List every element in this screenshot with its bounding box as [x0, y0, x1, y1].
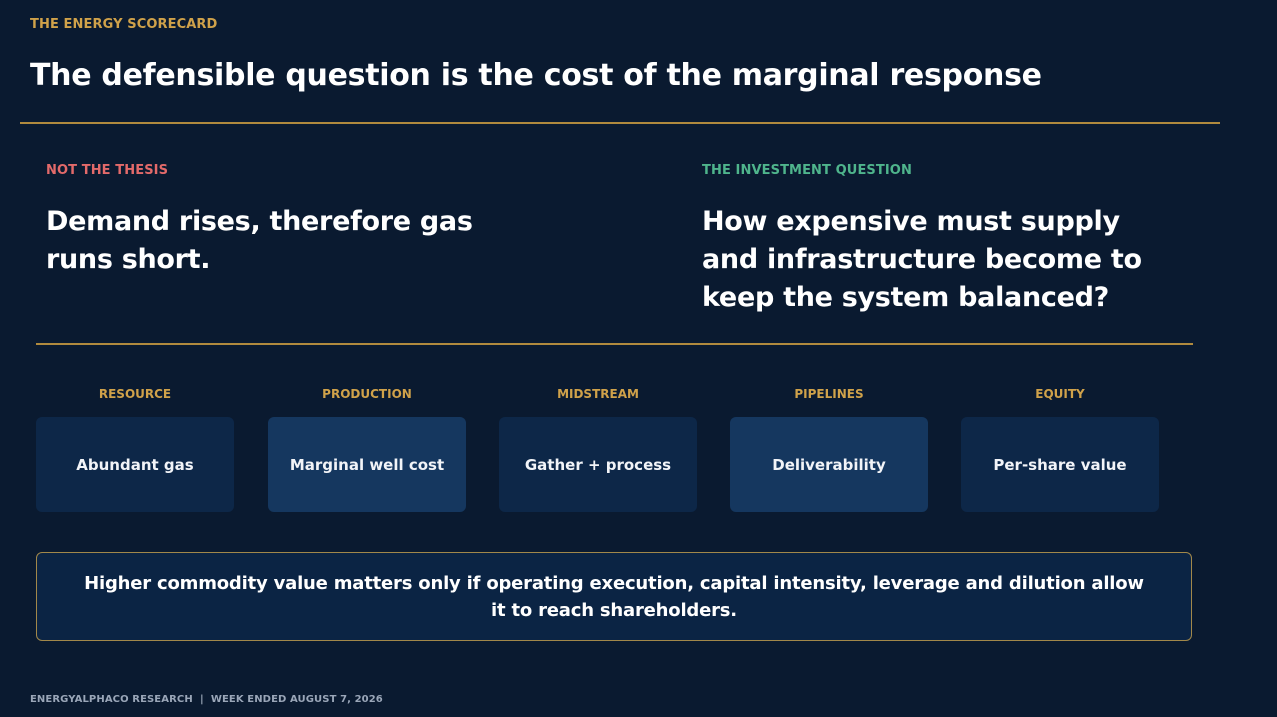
takeaway-callout: Higher commodity value matters only if o… [36, 552, 1192, 641]
stage-card: Gather + process [499, 417, 697, 512]
stage-resource: RESOURCE Abundant gas [36, 386, 234, 512]
stage-label: PRODUCTION [322, 387, 412, 401]
stage-label: PIPELINES [794, 387, 864, 401]
eyebrow-label: THE ENERGY SCORECARD [30, 17, 218, 32]
stage-pipelines: PIPELINES Deliverability [730, 386, 928, 512]
stage-midstream: MIDSTREAM Gather + process [499, 386, 697, 512]
page-title: The defensible question is the cost of t… [30, 58, 1042, 93]
stage-card: Deliverability [730, 417, 928, 512]
investment-question-label: THE INVESTMENT QUESTION [702, 163, 912, 178]
not-thesis-label: NOT THE THESIS [46, 163, 169, 178]
stage-equity: EQUITY Per-share value [961, 386, 1159, 512]
stage-card: Per-share value [961, 417, 1159, 512]
not-thesis-statement: Demand rises, therefore gas runs short. [46, 206, 473, 275]
stage-label: RESOURCE [98, 387, 172, 401]
stage-card: Abundant gas [36, 417, 234, 512]
section-divider [36, 343, 1193, 345]
title-divider [20, 122, 1220, 124]
footer-source: ENERGYALPHACO RESEARCH | WEEK ENDED AUGU… [30, 694, 383, 705]
investment-question-statement: How expensive must supply and infrastruc… [702, 206, 1142, 313]
takeaway-text: Higher commodity value matters only if o… [84, 572, 1144, 621]
stage-production: PRODUCTION Marginal well cost [268, 386, 466, 512]
stage-card: Marginal well cost [268, 417, 466, 512]
stage-label: EQUITY [1035, 387, 1085, 401]
stage-label: MIDSTREAM [557, 387, 639, 401]
